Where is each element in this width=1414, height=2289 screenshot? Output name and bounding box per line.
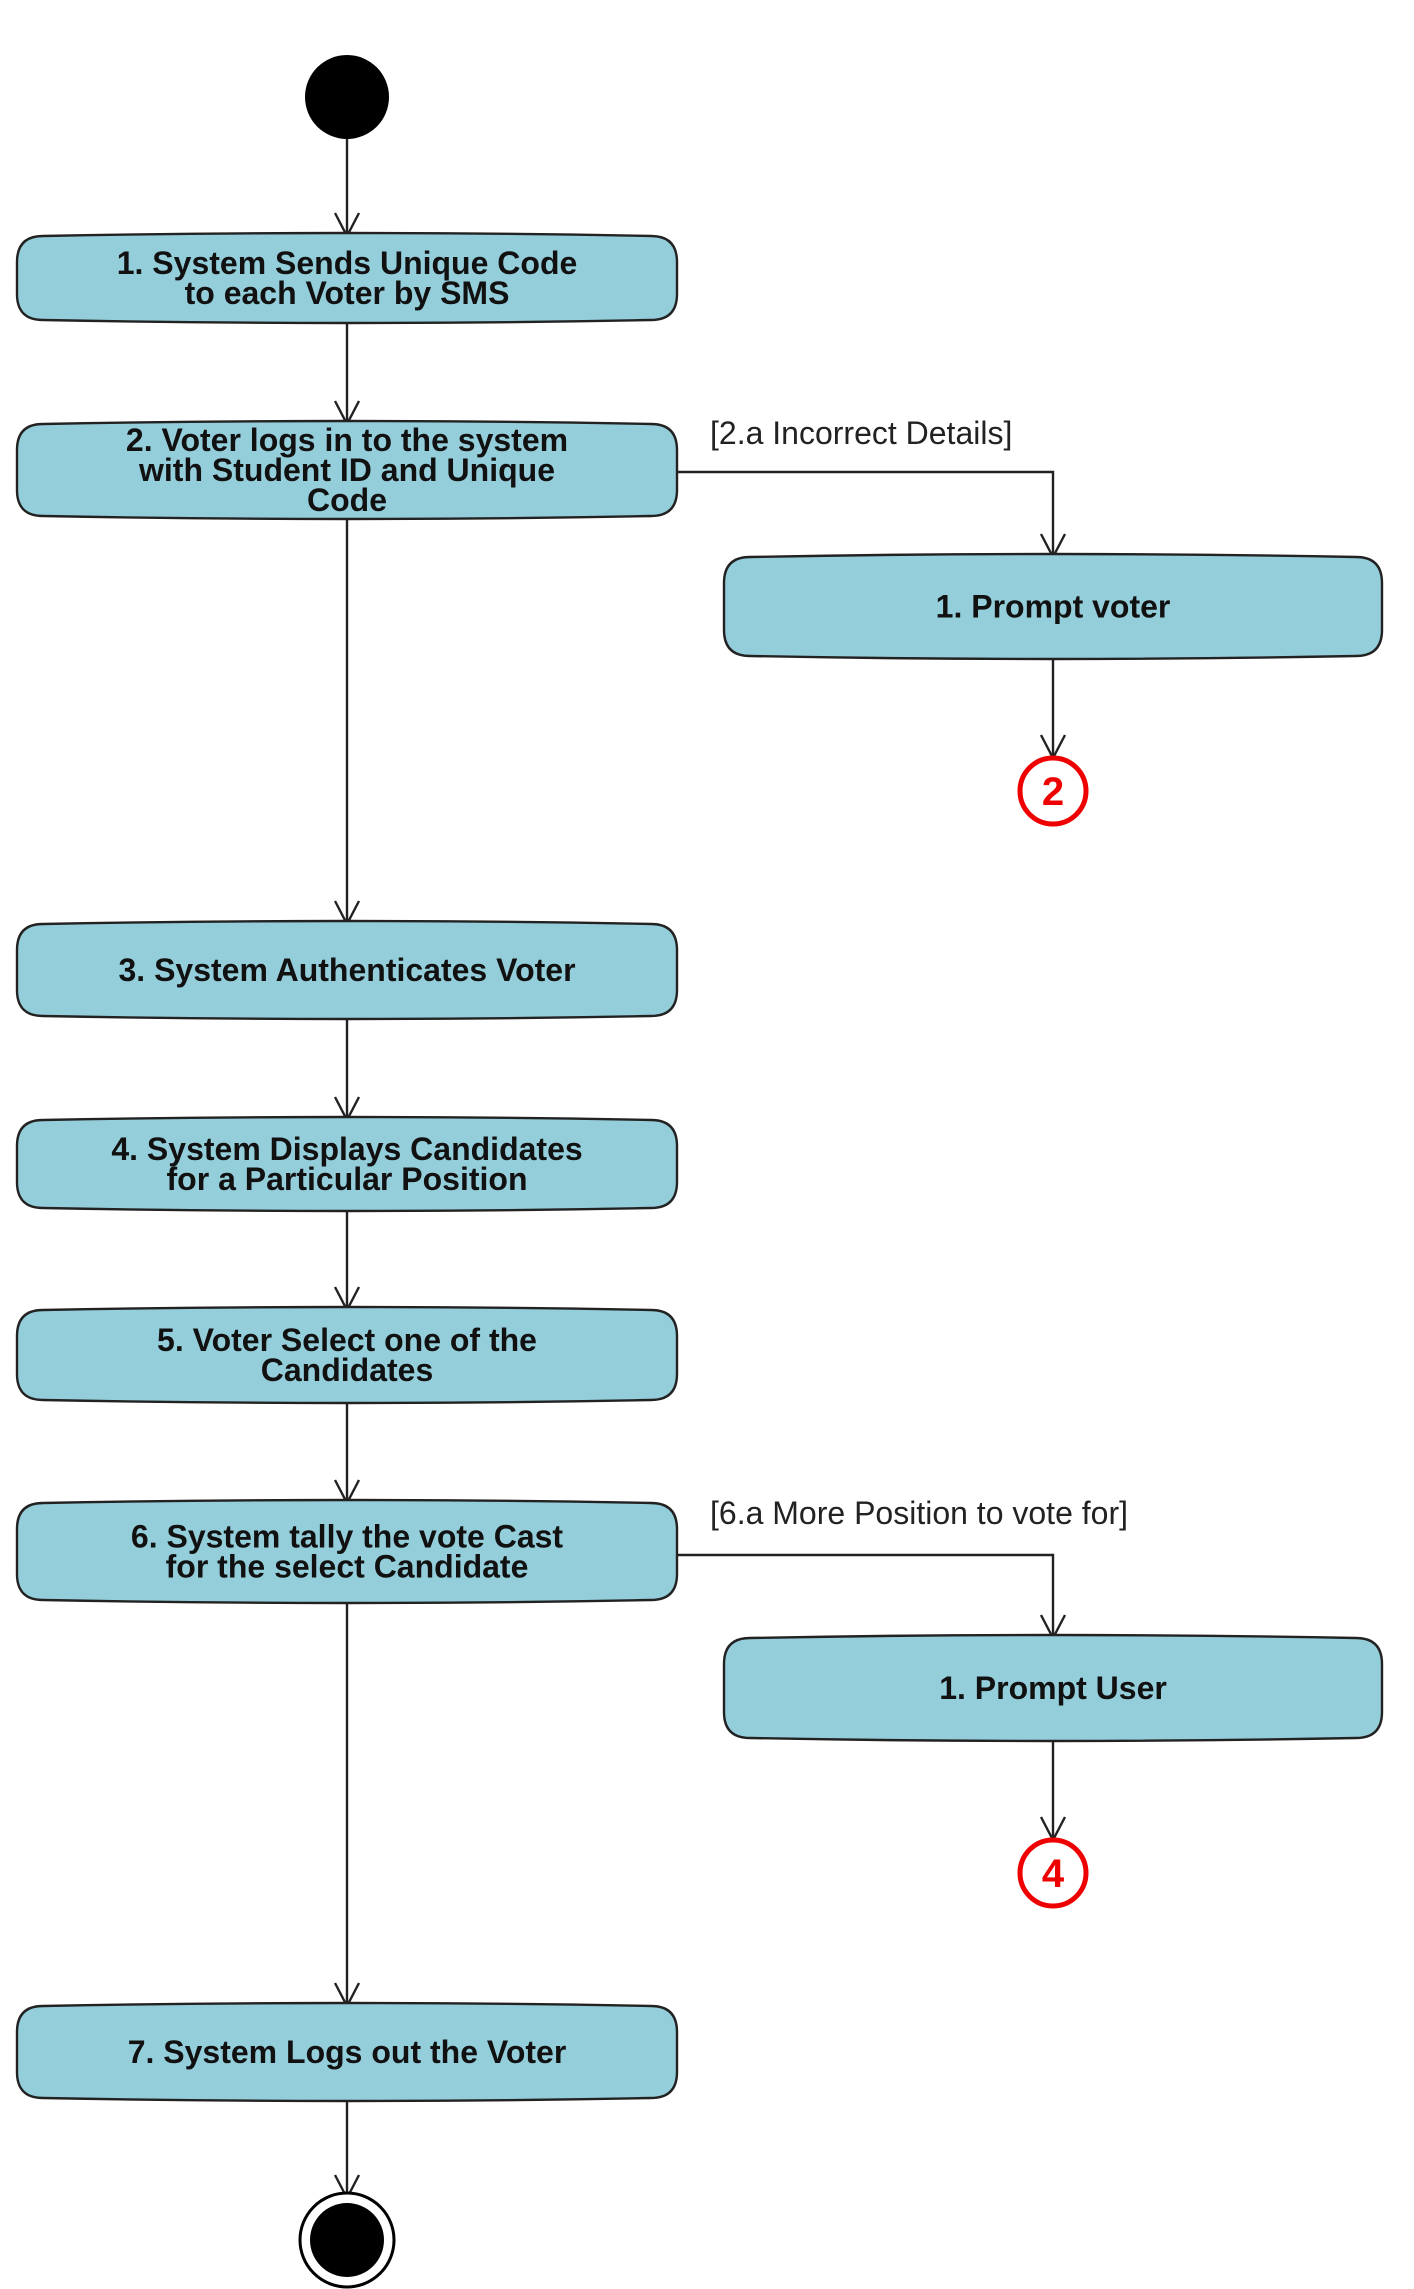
action-label-line: 7. System Logs out the Voter — [128, 2034, 567, 2070]
action-shape — [15, 419, 679, 521]
action-label-line: Candidates — [261, 1352, 433, 1388]
action-authenticate-voter[interactable]: 3. System Authenticates Voter — [15, 919, 679, 1021]
action-label-line: Code — [307, 482, 387, 518]
action-prompt-user[interactable]: 1. Prompt User — [722, 1633, 1384, 1743]
connector-to-step-4: 4 — [1017, 1837, 1089, 1909]
action-shape — [722, 552, 1384, 661]
action-label-line: with Student ID and Unique — [138, 452, 555, 488]
action-label-line: 3. System Authenticates Voter — [118, 952, 575, 988]
initial-node — [305, 55, 389, 139]
action-shape — [15, 1305, 679, 1405]
action-label-line: 1. Prompt voter — [936, 589, 1171, 625]
connector-to-step-2: 2 — [1017, 755, 1089, 827]
edge-action-2-to-prompt-voter — [675, 470, 1055, 557]
action-label-line: 4. System Displays Candidates — [111, 1131, 582, 1167]
action-label-line: 5. Voter Select one of the — [157, 1322, 537, 1358]
action-label-line: for the select Candidate — [166, 1549, 529, 1585]
edges — [333, 135, 1067, 2201]
action-shape — [722, 1633, 1384, 1743]
action-label-line: to each Voter by SMS — [185, 275, 510, 311]
action-label-line: 6. System tally the vote Cast — [131, 1519, 564, 1555]
action-label-line: 2. Voter logs in to the system — [126, 422, 568, 458]
action-logout-voter[interactable]: 7. System Logs out the Voter — [15, 2001, 679, 2103]
action-label-line: 1. Prompt User — [939, 1670, 1167, 1706]
action-shape — [15, 919, 679, 1021]
action-shape — [15, 231, 679, 325]
action-label-line: for a Particular Position — [167, 1161, 528, 1197]
guard-more-positions: [6.a More Position to vote for] — [710, 1495, 1128, 1531]
action-shape — [15, 1115, 679, 1213]
action-shape — [15, 2001, 679, 2103]
action-prompt-voter[interactable]: 1. Prompt voter — [722, 552, 1384, 661]
edge-action-6-to-prompt-user — [675, 1553, 1055, 1638]
final-node — [298, 2191, 396, 2289]
guard-incorrect-details: [2.a Incorrect Details] — [710, 415, 1012, 451]
action-shape — [15, 1498, 679, 1605]
connector-label: 2 — [1042, 770, 1064, 814]
action-label-line: 1. System Sends Unique Code — [117, 245, 578, 281]
connector-label: 4 — [1042, 1852, 1065, 1896]
